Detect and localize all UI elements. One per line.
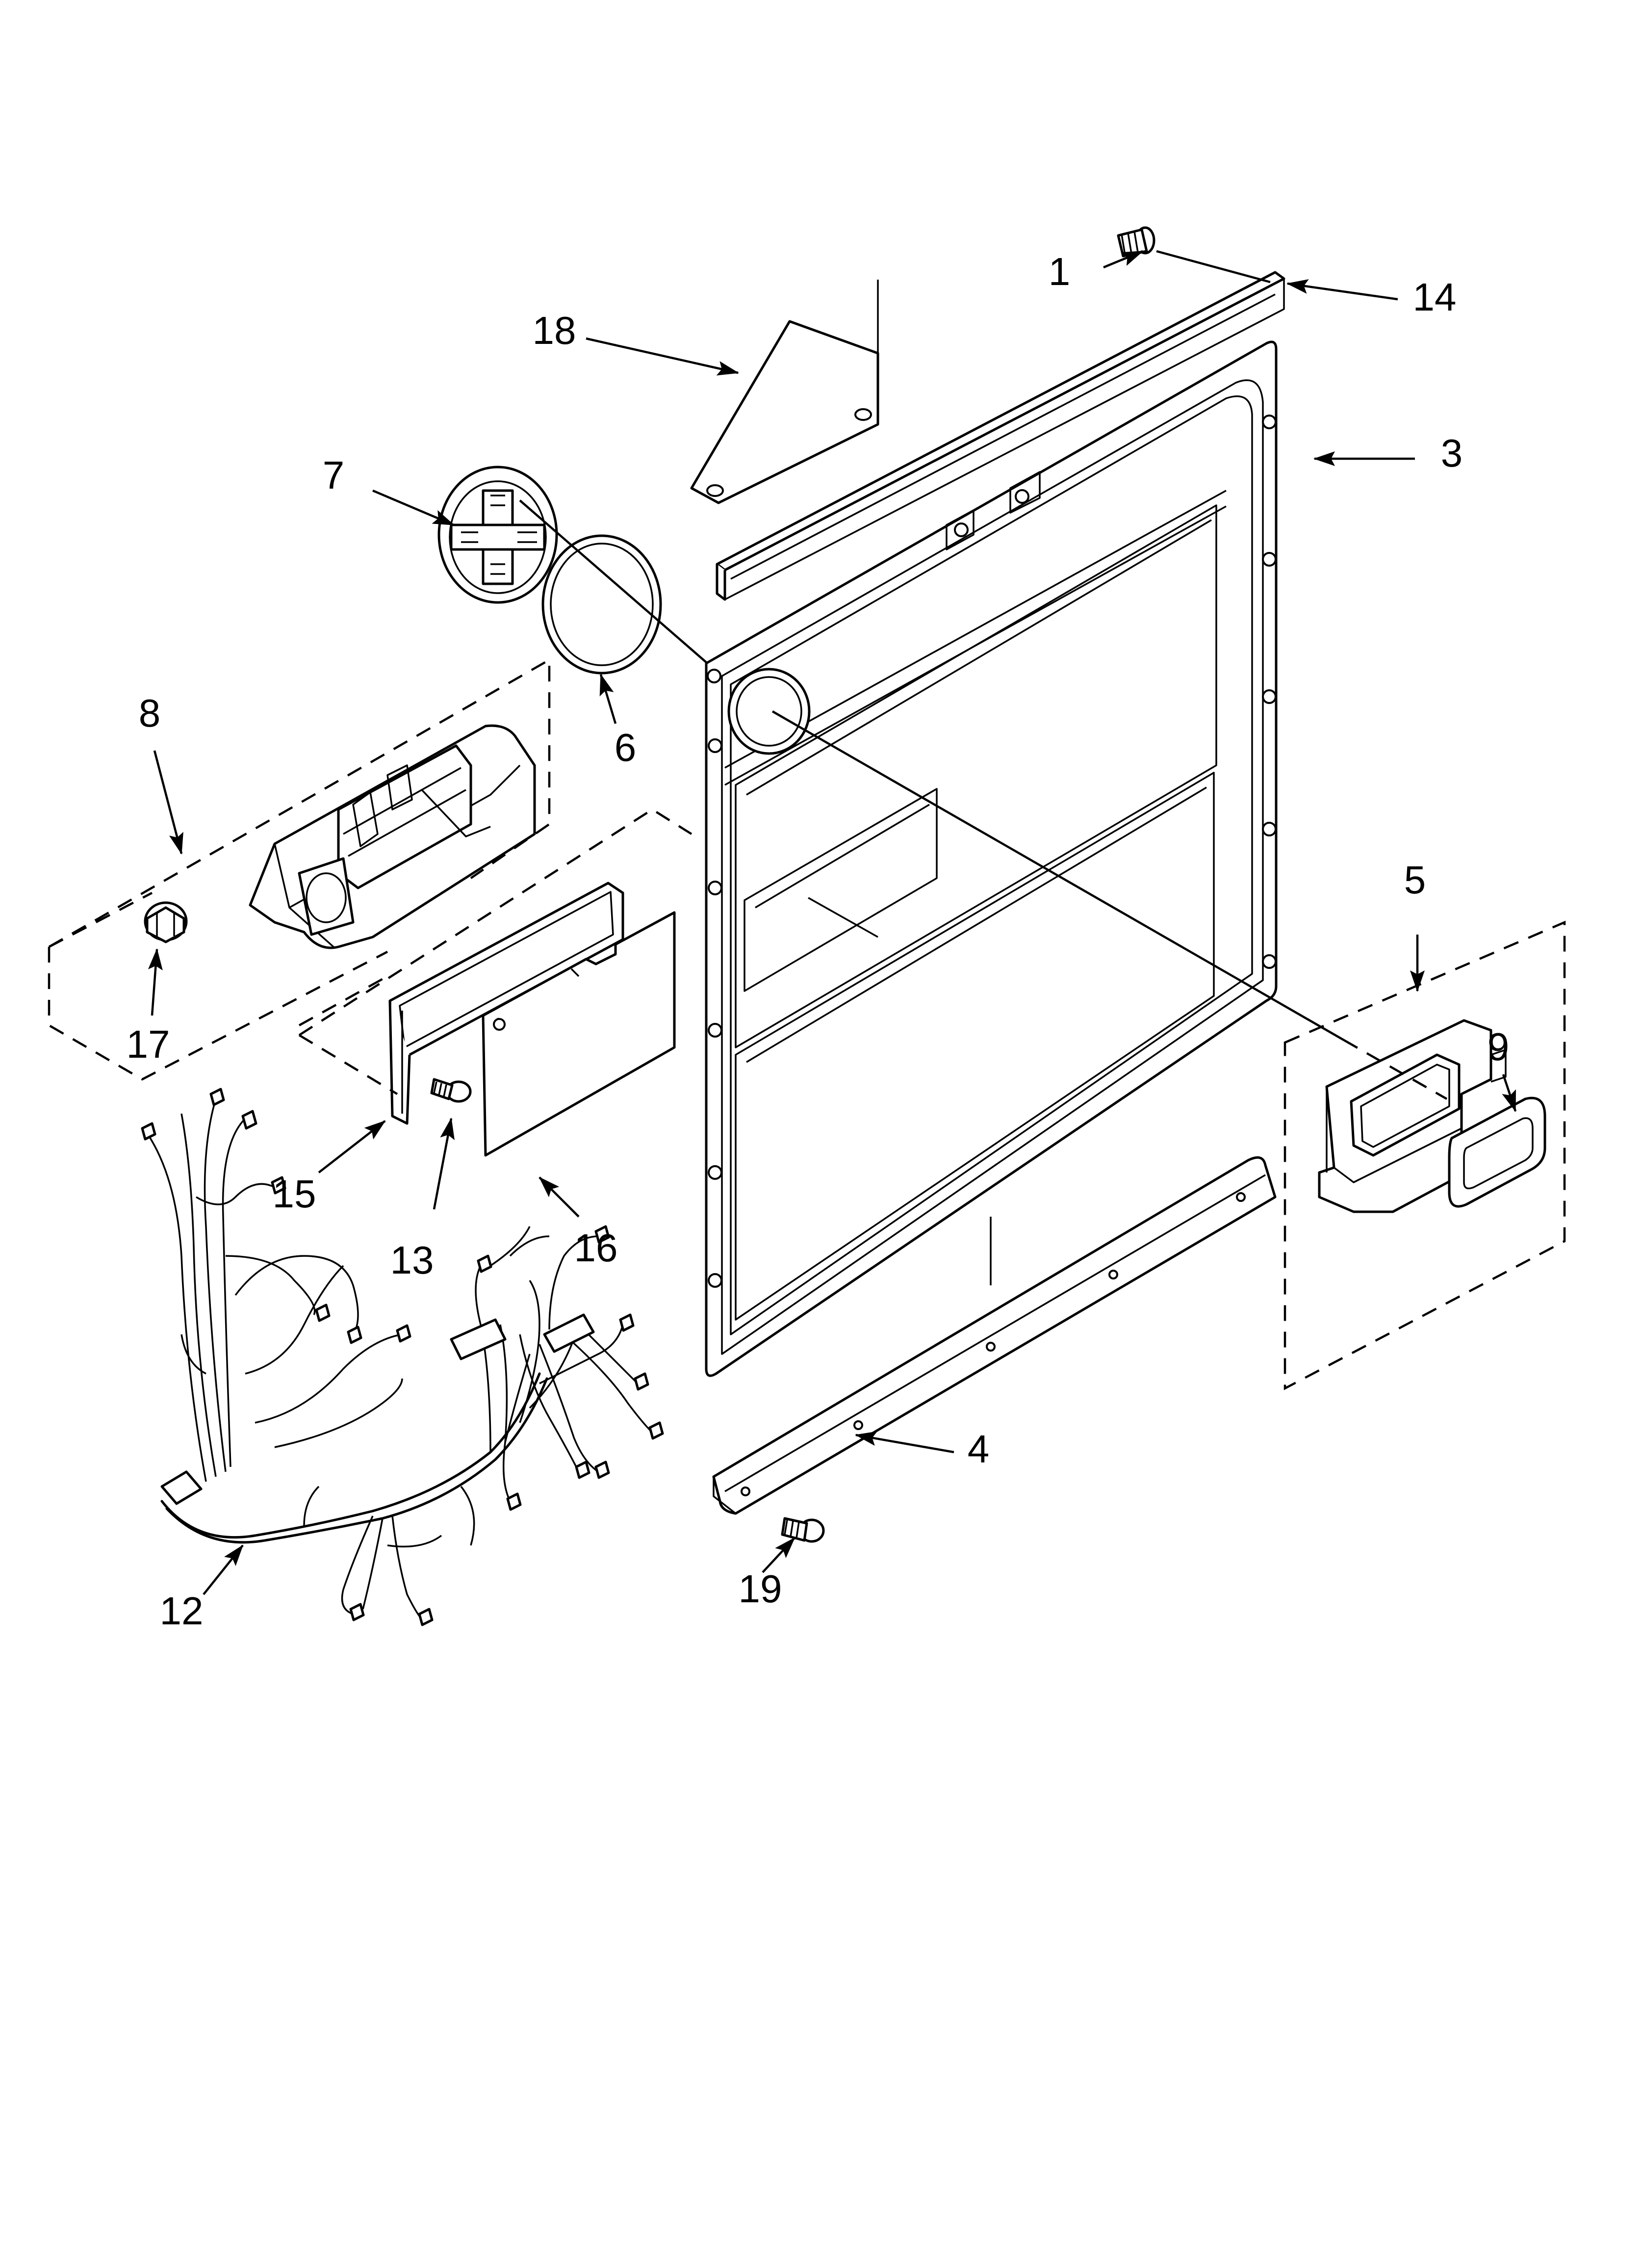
button-17 bbox=[144, 901, 188, 943]
dispenser-assembly-8 bbox=[249, 724, 536, 949]
alignment-lines bbox=[519, 250, 1448, 1100]
callout-19: 19 bbox=[739, 1567, 782, 1611]
callout-1: 1 bbox=[1049, 250, 1071, 293]
bottom-trim-strip bbox=[712, 1156, 1277, 1515]
callout-18: 18 bbox=[533, 309, 576, 352]
callout-3: 3 bbox=[1441, 431, 1463, 475]
screw-19 bbox=[781, 1517, 825, 1543]
screw-1 bbox=[1117, 226, 1155, 258]
wire-harness-12 bbox=[141, 1088, 664, 1626]
control-board-16 bbox=[482, 911, 676, 1157]
vent-7 bbox=[437, 466, 558, 604]
callout-6: 6 bbox=[615, 726, 637, 769]
callout-17: 17 bbox=[127, 1022, 170, 1066]
callout-14: 14 bbox=[1413, 275, 1457, 319]
callout-12: 12 bbox=[160, 1589, 204, 1633]
callout-leaders bbox=[148, 250, 1517, 1595]
gasket-6 bbox=[541, 534, 662, 675]
panel-screw-holes bbox=[707, 415, 1277, 1288]
assembly-boundaries bbox=[48, 658, 1566, 1390]
callout-7: 7 bbox=[323, 453, 345, 497]
callout-15: 15 bbox=[273, 1172, 316, 1216]
seal-9 bbox=[1448, 1096, 1546, 1208]
callout-5: 5 bbox=[1404, 858, 1426, 902]
top-trim-strip bbox=[716, 271, 1285, 601]
callout-labels: 1 14 18 3 7 6 8 5 9 17 15 13 16 4 19 12 bbox=[127, 250, 1510, 1633]
callout-13: 13 bbox=[390, 1238, 434, 1282]
callout-16: 16 bbox=[574, 1226, 618, 1270]
screw-13 bbox=[430, 1078, 472, 1103]
callout-4: 4 bbox=[968, 1427, 990, 1471]
inner-door-panel bbox=[705, 340, 1278, 1377]
bracket-18 bbox=[690, 280, 879, 504]
callout-9: 9 bbox=[1488, 1025, 1510, 1069]
callout-8: 8 bbox=[139, 691, 161, 735]
